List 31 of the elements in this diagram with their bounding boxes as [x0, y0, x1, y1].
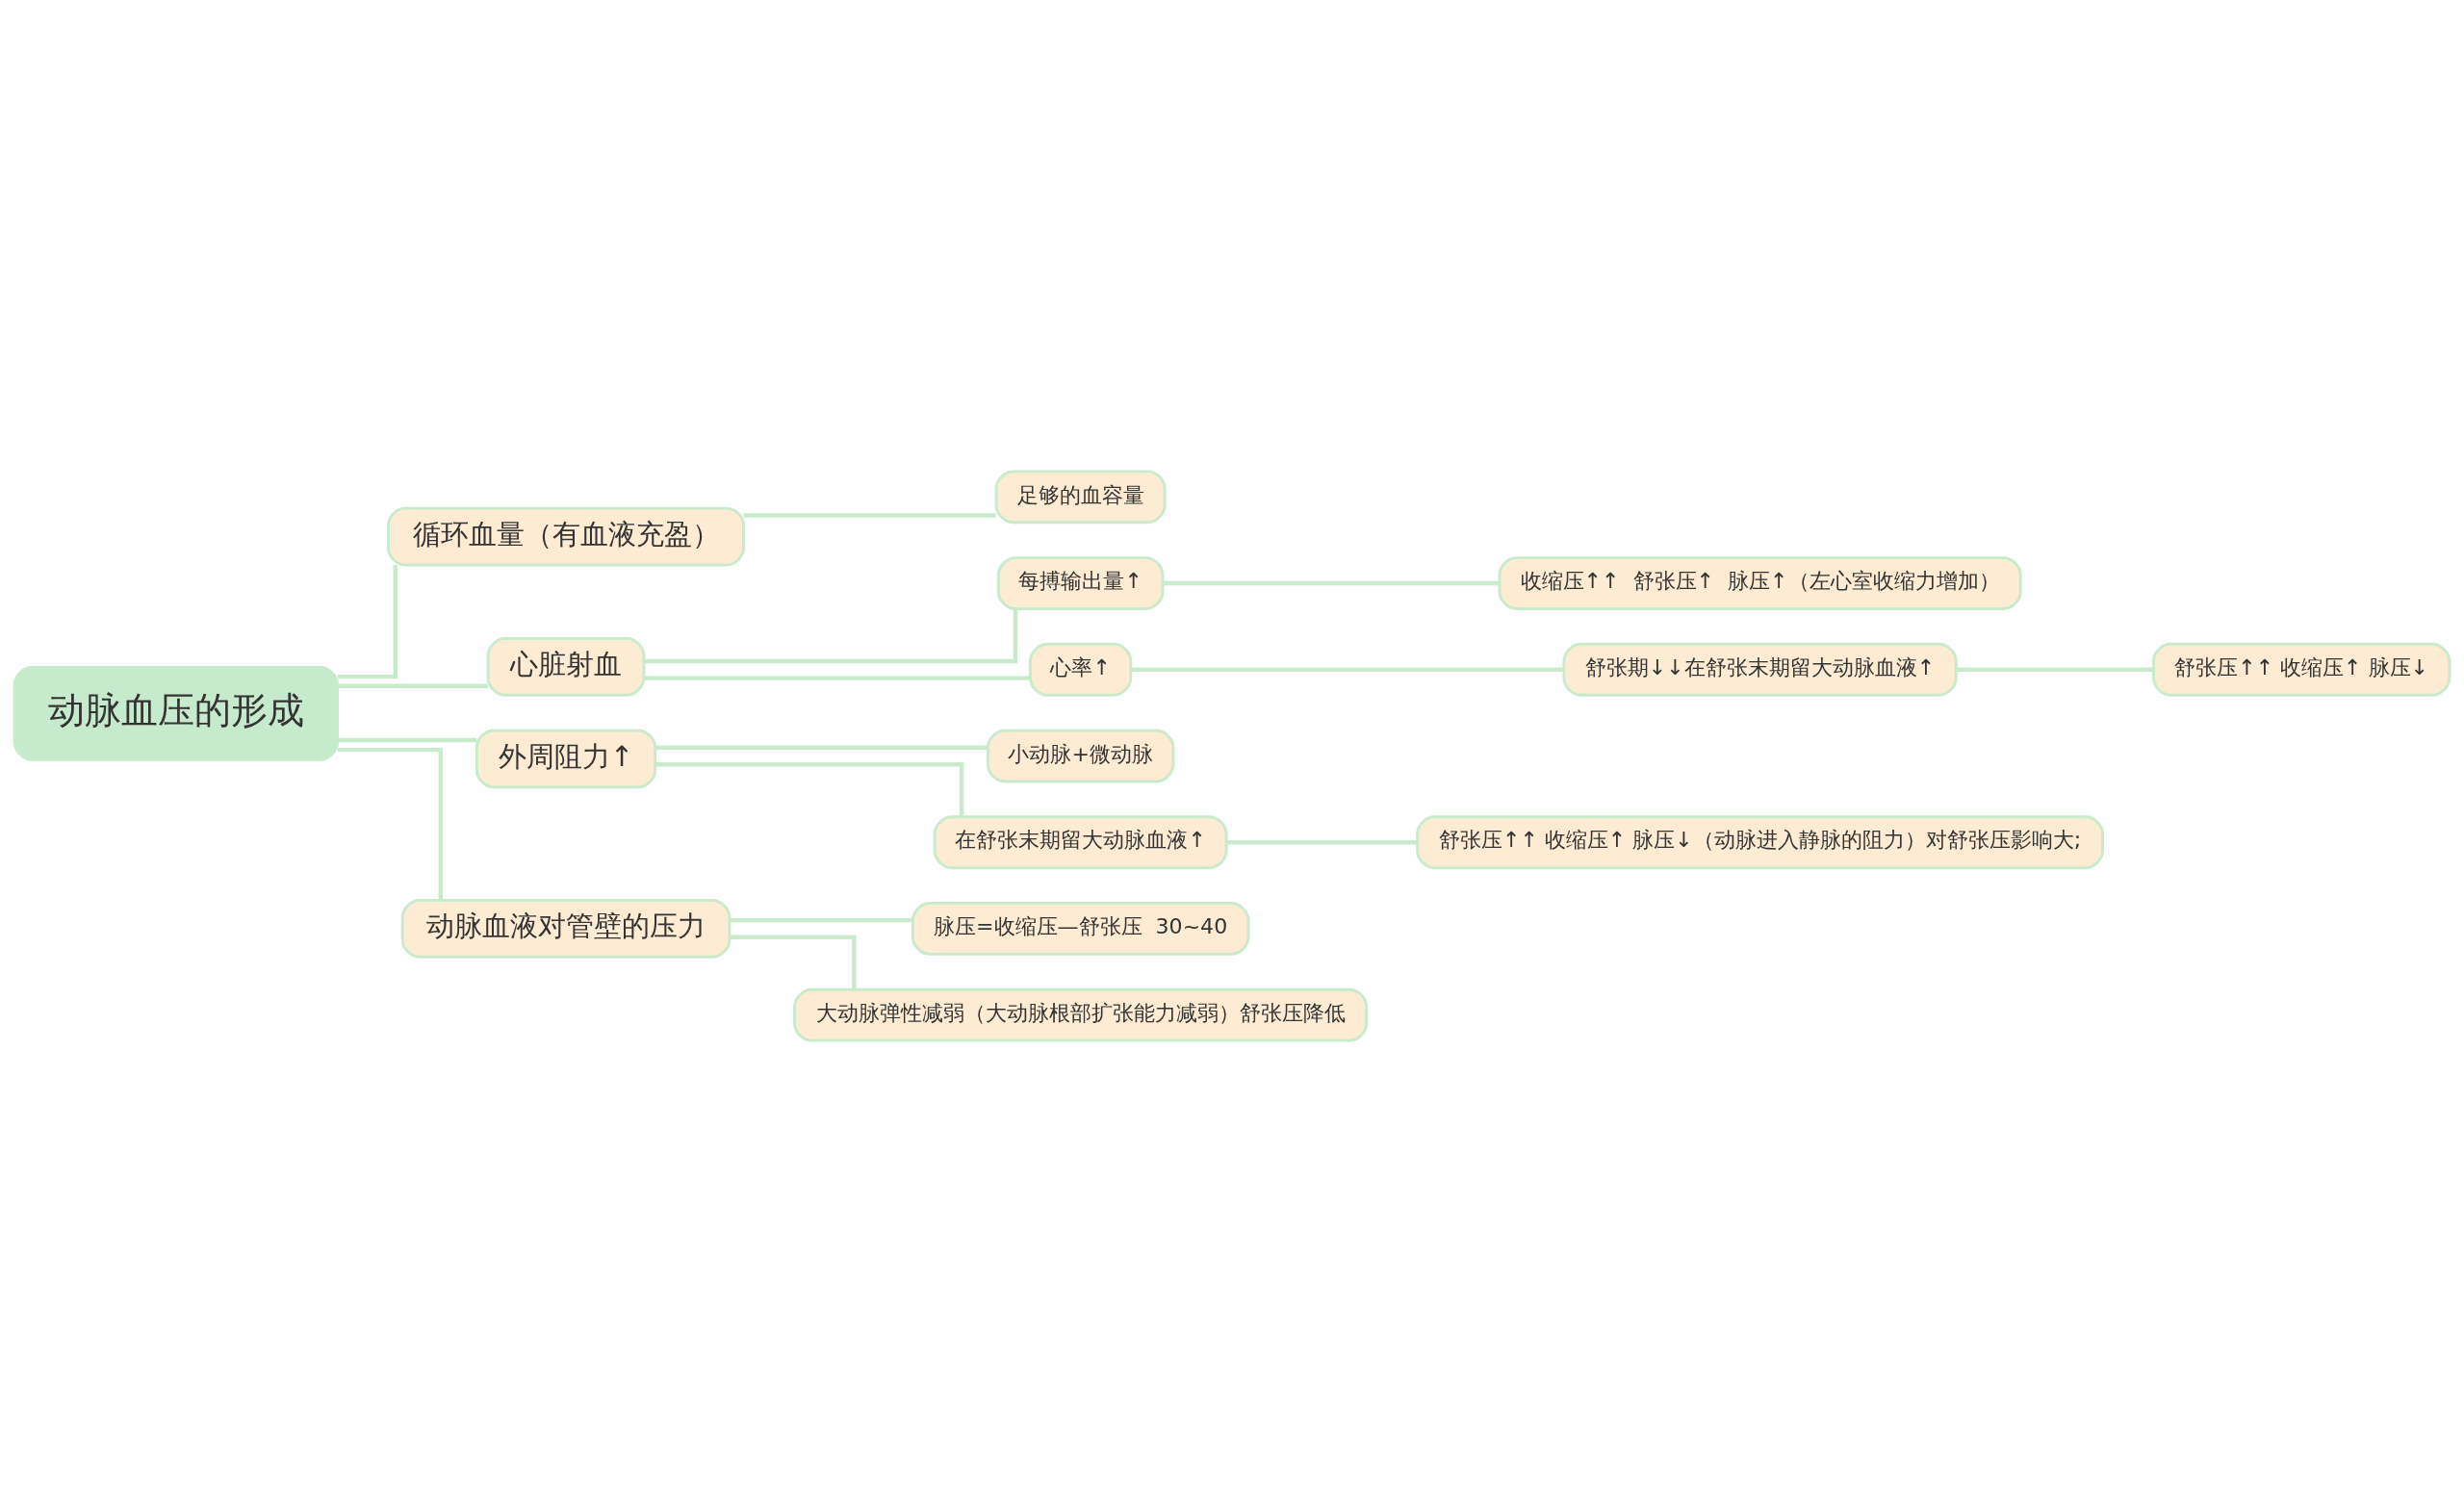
- node-box: 心率↑: [1028, 642, 1133, 697]
- connector: [1163, 580, 1500, 586]
- node-box: 每搏输出量↑: [996, 556, 1165, 610]
- connector: [730, 935, 857, 990]
- node-box: 动脉血压的形成: [13, 666, 339, 761]
- node-box: 舒张压↑↑ 收缩压↑ 脉压↓（动脉进入静脉的阻力）对舒张压影响大;: [1416, 815, 2104, 870]
- connector: [644, 676, 1030, 680]
- connector: [337, 565, 398, 679]
- node-box: 在舒张末期留大动脉血液↑: [933, 815, 1228, 870]
- node-box: 外周阻力↑: [475, 729, 657, 789]
- connector: [337, 737, 477, 743]
- node-box: 收缩压↑↑ 舒张压↑ 脉压↑（左心室收缩力增加）: [1498, 556, 2022, 610]
- connector: [1226, 840, 1418, 845]
- node-box: 舒张压↑↑ 收缩压↑ 脉压↓: [2152, 642, 2451, 697]
- connector: [1956, 667, 2154, 672]
- connector: [337, 683, 488, 688]
- connector: [655, 745, 988, 750]
- node-box: 小动脉+微动脉: [986, 729, 1175, 783]
- connector: [1131, 667, 1564, 672]
- connector: [743, 513, 996, 518]
- node-box: 大动脉弹性减弱（大动脉根部扩张能力减弱）舒张压降低: [793, 987, 1369, 1042]
- node-box: 脉压=收缩压—舒张压 30~40: [911, 902, 1250, 956]
- node-box: 心脏射血: [486, 636, 646, 697]
- node-box: 循环血量（有血液充盈）: [386, 506, 746, 567]
- connector: [337, 747, 444, 901]
- connector: [654, 762, 964, 817]
- node-box: 舒张期↓↓在舒张末期留大动脉血液↑: [1562, 642, 1958, 697]
- connector: [644, 608, 1018, 664]
- connector: [729, 917, 913, 923]
- node-box: 足够的血容量: [994, 470, 1167, 525]
- node-box: 动脉血液对管壁的压力: [400, 899, 732, 959]
